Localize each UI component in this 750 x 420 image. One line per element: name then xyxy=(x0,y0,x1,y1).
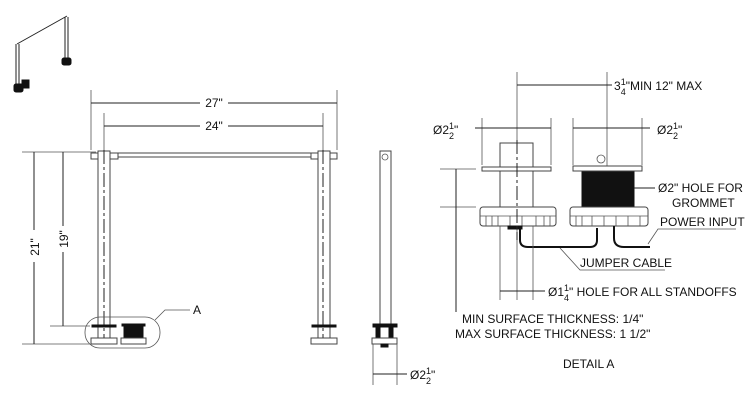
grommet-hole-label-1: Ø2" HOLE FOR xyxy=(658,181,743,195)
overall-width-label: 27" xyxy=(205,96,223,110)
power-cable xyxy=(613,226,650,248)
overall-width-dimension: 27" xyxy=(90,90,338,150)
grommet-hole-label-2: GROMMET xyxy=(672,196,735,210)
jumper-cable xyxy=(519,228,598,248)
power-input-label: POWER INPUT xyxy=(660,215,745,229)
isometric-view xyxy=(13,15,72,93)
detail-a-callout: A xyxy=(84,303,201,349)
detail-a-title: DETAIL A xyxy=(563,357,614,371)
overall-height-dimension: 21" xyxy=(22,151,96,345)
surface-height-dimension: 19" xyxy=(50,152,90,327)
front-view xyxy=(90,150,338,345)
inner-width-dimension: 24" xyxy=(103,113,324,150)
detail-callout-label: A xyxy=(193,303,201,317)
min-thickness-label: MIN SURFACE THICKNESS: 1/4" xyxy=(462,312,643,326)
overall-height-label: 21" xyxy=(28,238,42,256)
surface-height-label: 19" xyxy=(57,230,71,248)
inner-width-label: 24" xyxy=(205,119,223,133)
max-thickness-label: MAX SURFACE THICKNESS: 1 1/2" xyxy=(455,327,650,341)
jumper-cable-label: JUMPER CABLE xyxy=(580,256,672,270)
